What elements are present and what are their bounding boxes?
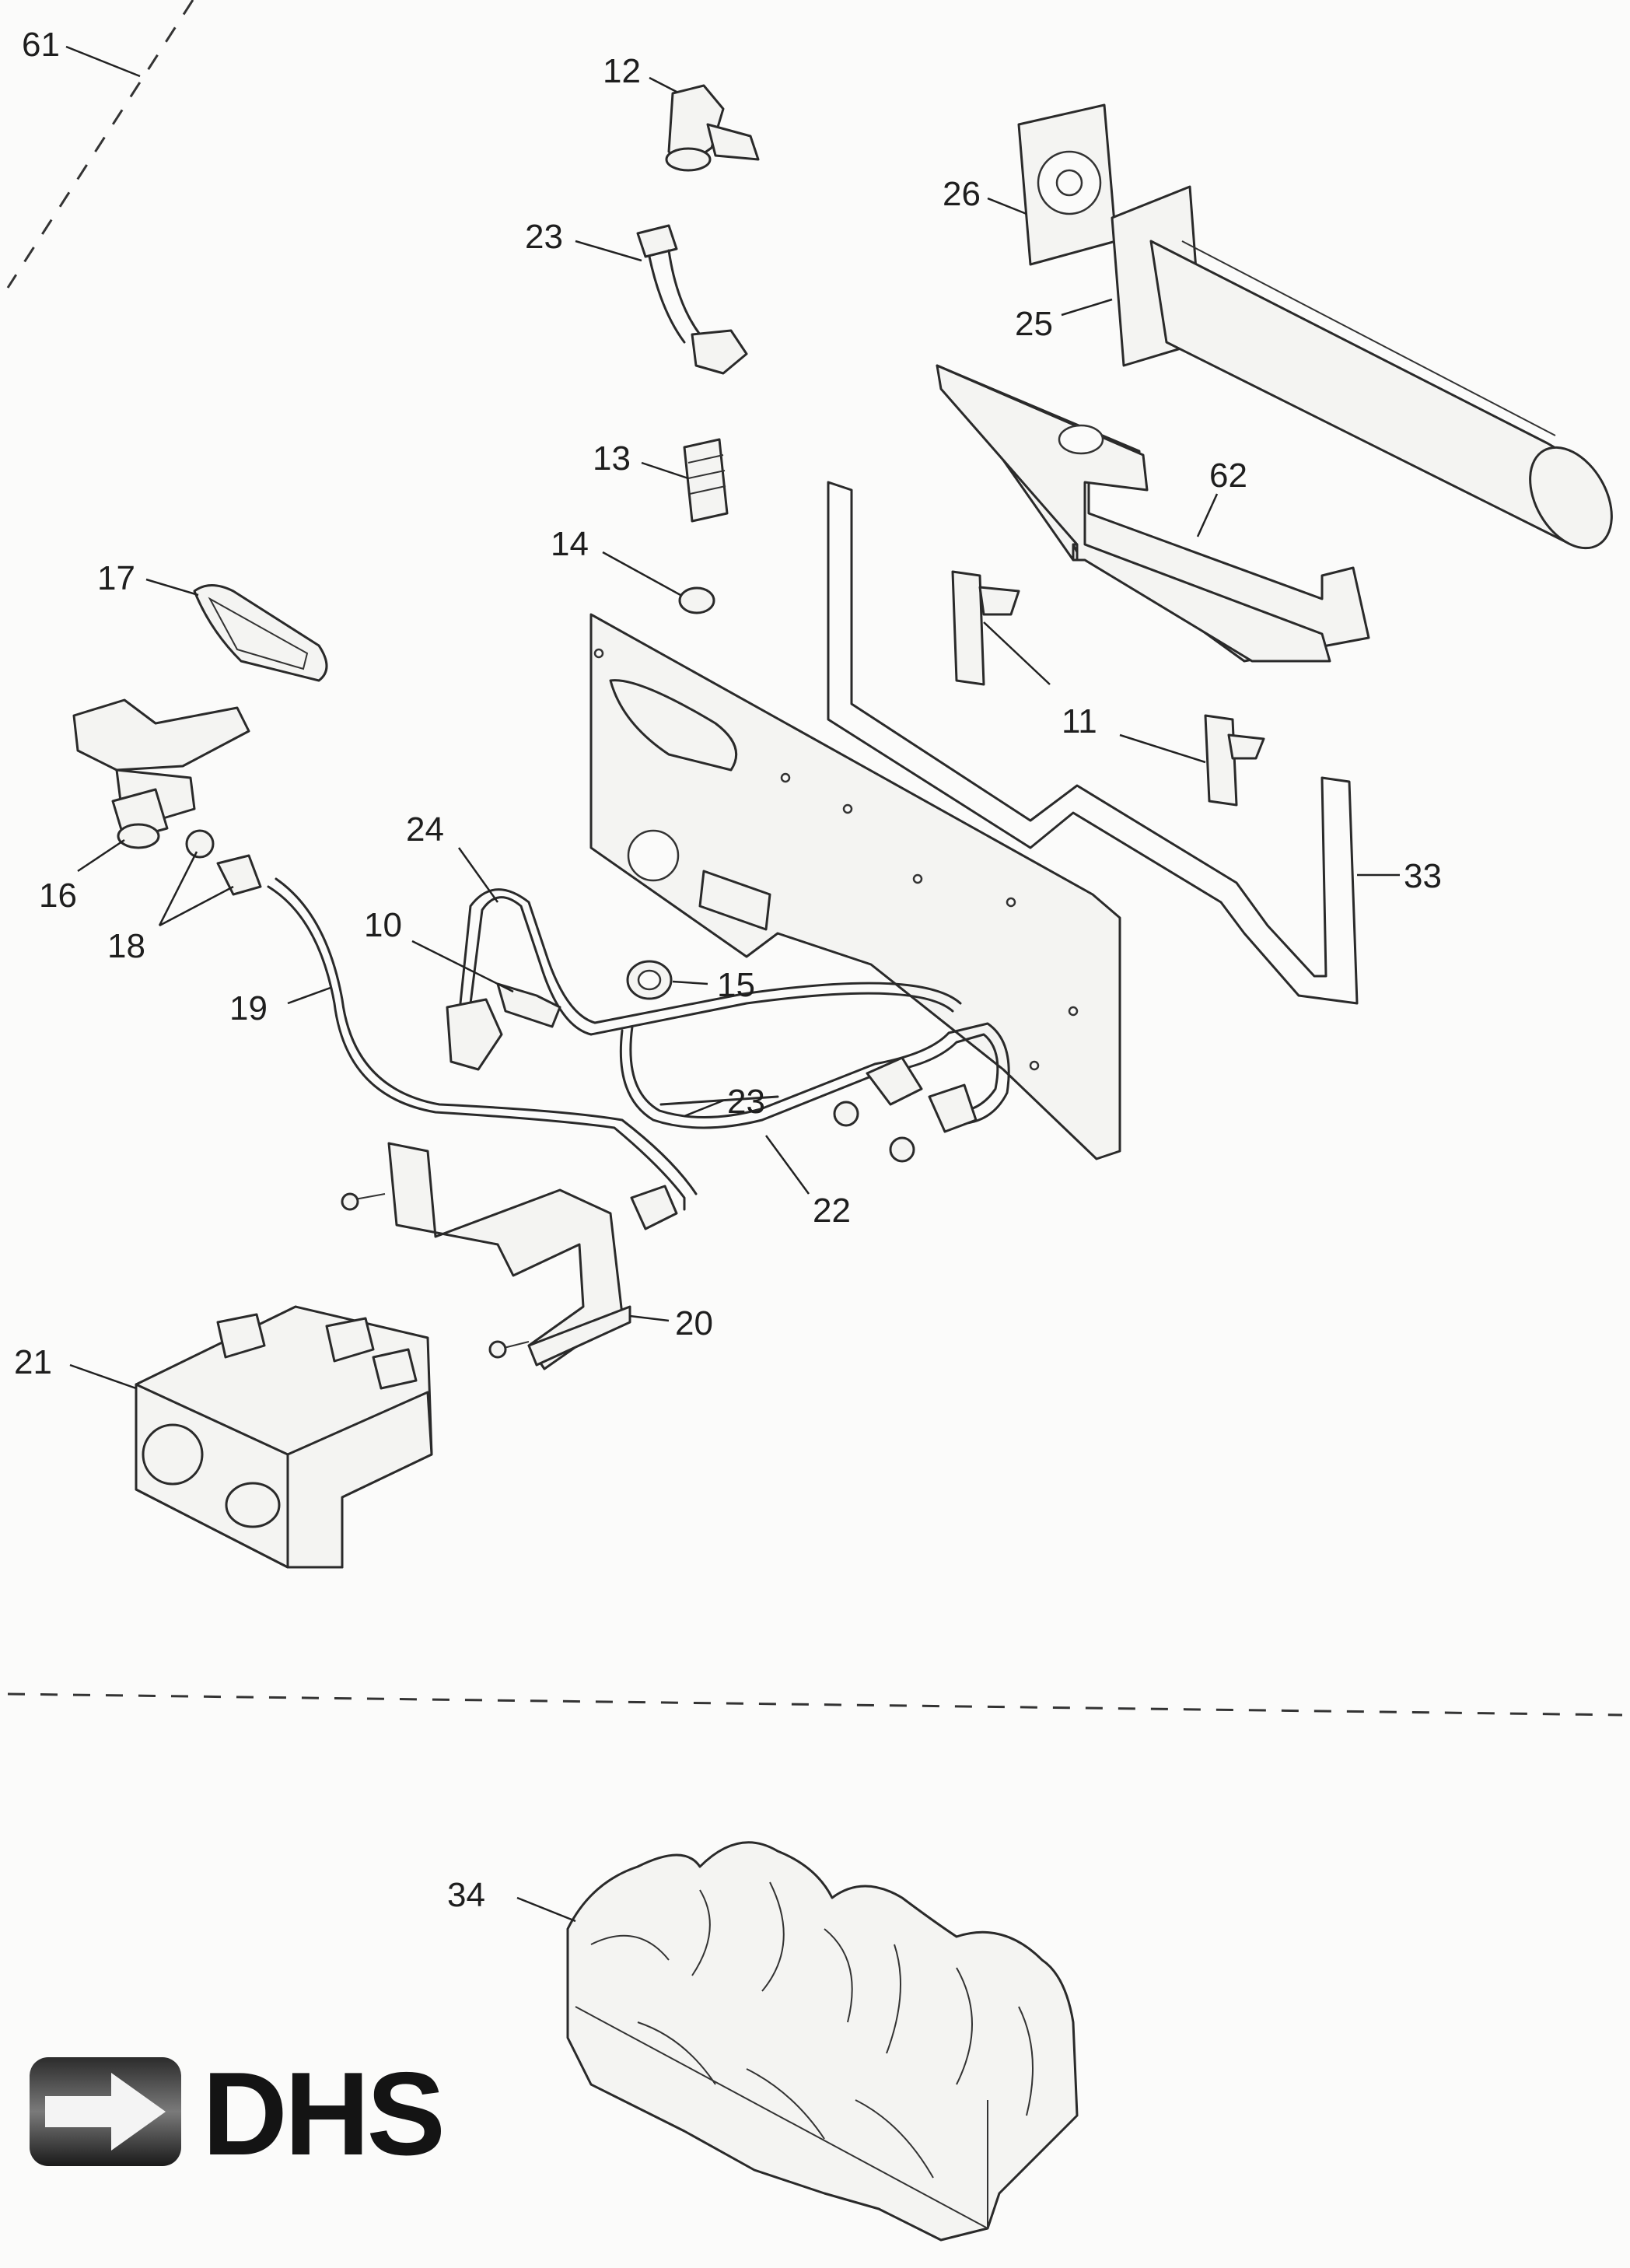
callout-26: 26 bbox=[943, 175, 981, 213]
callout-16: 16 bbox=[39, 877, 77, 915]
callout-12: 12 bbox=[603, 52, 641, 90]
part-20-mounting-bracket bbox=[341, 1142, 631, 1370]
callout-33: 33 bbox=[1404, 857, 1442, 895]
part-22-nuts bbox=[833, 1056, 978, 1163]
callout-23-top: 23 bbox=[525, 218, 563, 256]
part-11-bracket-upper bbox=[951, 570, 1020, 686]
callout-18: 18 bbox=[107, 927, 145, 965]
part-34-ceramic-log bbox=[566, 1841, 1079, 2242]
part-24-tube bbox=[446, 888, 962, 1071]
part-18-fittings bbox=[185, 829, 262, 896]
part-11-bracket-lower bbox=[1204, 714, 1265, 807]
callout-leader-lines bbox=[65, 45, 1400, 1923]
dhs-logo-icon bbox=[30, 2057, 181, 2166]
callout-25: 25 bbox=[1015, 305, 1053, 343]
callout-15: 15 bbox=[717, 966, 755, 1004]
callout-34: 34 bbox=[447, 1876, 485, 1914]
part-19-pilot-tube bbox=[267, 885, 686, 1211]
part-13-threaded-fitting bbox=[683, 438, 729, 523]
callout-20: 20 bbox=[675, 1304, 713, 1342]
part-17-gasket bbox=[193, 584, 328, 682]
section-divider-horizontal bbox=[7, 1692, 1623, 1717]
part-21-gas-valve bbox=[135, 1305, 433, 1569]
part-10-clip bbox=[496, 982, 561, 1028]
part-12-elbow-fitting bbox=[665, 84, 760, 172]
callout-19: 19 bbox=[229, 989, 268, 1027]
part-16-pilot-assembly bbox=[72, 698, 250, 849]
main-back-panel bbox=[589, 613, 1121, 1160]
part-26-gasket-plate bbox=[1017, 103, 1118, 266]
callout-11: 11 bbox=[1062, 702, 1097, 740]
callout-61: 61 bbox=[22, 26, 60, 64]
section-divider-diagonal bbox=[6, 0, 194, 289]
callout-21: 21 bbox=[14, 1343, 52, 1381]
part-25-burner-tube bbox=[1111, 185, 1613, 550]
part-14-washer bbox=[678, 586, 715, 614]
part-23-tube-bottom bbox=[659, 1095, 779, 1106]
part-62-bracket bbox=[936, 364, 1370, 663]
part-15-grommet bbox=[626, 960, 673, 1000]
dhs-logo-text: DHS bbox=[202, 2048, 446, 2180]
callout-10: 10 bbox=[364, 906, 402, 944]
callout-24: 24 bbox=[406, 810, 444, 849]
callout-17: 17 bbox=[97, 559, 135, 597]
callout-22: 22 bbox=[813, 1192, 851, 1230]
part-19-end-fitting bbox=[630, 1185, 678, 1230]
part-33-gasket-frame bbox=[827, 481, 1359, 1005]
callout-23-bottom: 23 bbox=[727, 1083, 765, 1121]
callout-14: 14 bbox=[551, 525, 589, 563]
callout-62: 62 bbox=[1209, 457, 1247, 495]
part-23-tube-top bbox=[636, 224, 748, 375]
callout-13: 13 bbox=[593, 439, 631, 478]
